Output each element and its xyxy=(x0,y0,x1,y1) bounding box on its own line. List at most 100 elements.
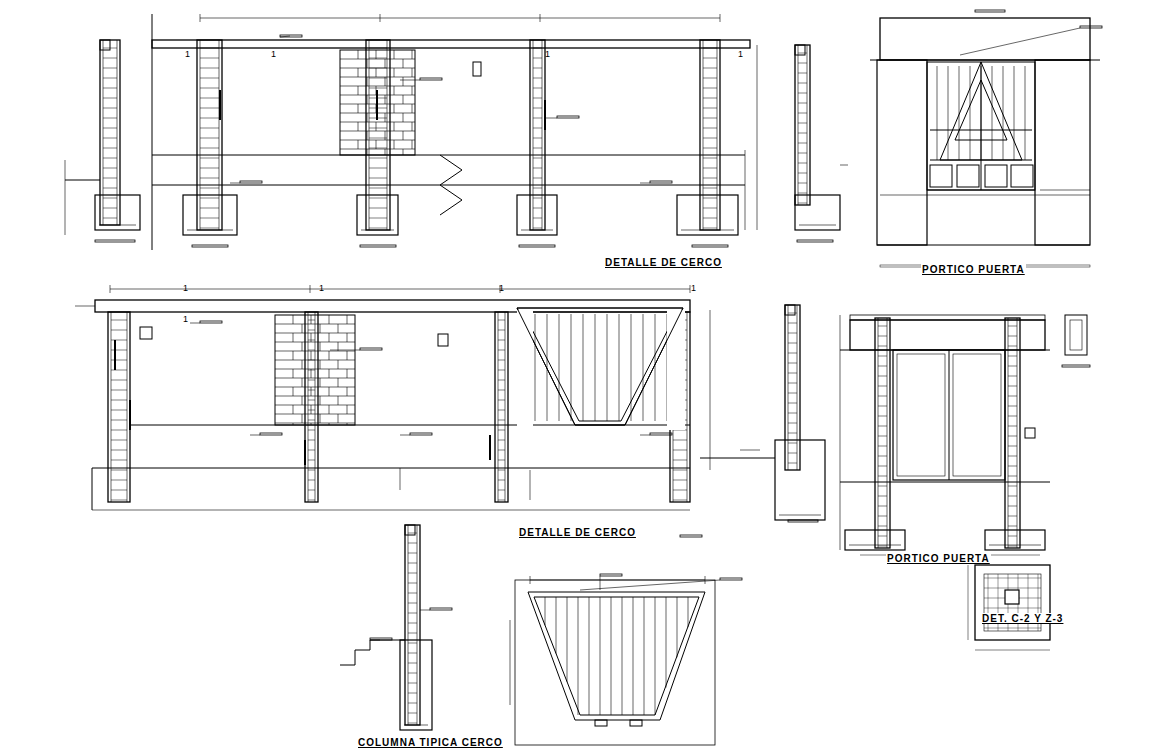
stirrup xyxy=(111,470,127,471)
door-leaf xyxy=(893,350,1005,480)
stirrup xyxy=(103,198,117,199)
brick-joint xyxy=(329,405,330,414)
stirrup xyxy=(533,48,542,49)
stirrup xyxy=(103,68,117,69)
brick-joint xyxy=(329,387,330,396)
stirrup xyxy=(788,433,797,434)
stirrup xyxy=(369,228,387,229)
stirrup xyxy=(369,58,387,59)
brick-joint xyxy=(302,360,303,369)
brick-joint xyxy=(385,59,386,68)
gate-bar xyxy=(677,597,678,657)
stirrup xyxy=(878,396,887,397)
brick-joint xyxy=(275,324,355,325)
brick-joint xyxy=(385,149,386,155)
stirrup xyxy=(498,320,505,321)
column xyxy=(795,45,810,205)
stirrup xyxy=(103,128,117,129)
leader-line xyxy=(545,118,557,119)
brick-joint xyxy=(275,351,355,352)
brick-joint xyxy=(403,59,404,68)
stirrup xyxy=(408,683,417,684)
stirrup xyxy=(200,48,219,49)
stirrup xyxy=(703,88,717,89)
rebar xyxy=(361,230,394,231)
stirrup xyxy=(308,340,315,341)
door-panel xyxy=(897,354,945,476)
stirrup xyxy=(878,426,887,427)
leader-line xyxy=(230,183,240,184)
dimension-line xyxy=(200,18,720,19)
stirrup xyxy=(878,466,887,467)
gate-panel xyxy=(930,165,952,187)
stirrup xyxy=(408,593,417,594)
gate-bar xyxy=(688,597,689,627)
dimension-tick xyxy=(530,576,531,584)
stirrup xyxy=(200,118,219,119)
ground-line xyxy=(1040,190,1090,191)
stirrup xyxy=(788,363,797,364)
stirrup xyxy=(200,148,219,149)
stirrup xyxy=(878,546,887,547)
stirrup xyxy=(1008,416,1017,417)
stirrup xyxy=(798,193,807,194)
section-mark: 1 xyxy=(737,50,744,60)
stirrup xyxy=(103,138,117,139)
stirrup xyxy=(703,148,717,149)
stirrup xyxy=(798,183,807,184)
gate-detail-frame xyxy=(515,580,715,745)
stirrup xyxy=(408,653,417,654)
column-cap xyxy=(405,525,415,535)
door-panel xyxy=(953,354,1001,476)
gate-bar xyxy=(655,597,656,715)
gate-bar xyxy=(937,66,938,160)
leader-line xyxy=(960,28,1080,55)
footing xyxy=(845,530,905,550)
stirrup xyxy=(533,178,542,179)
stirrup xyxy=(408,573,417,574)
footing xyxy=(400,640,432,730)
rebar xyxy=(308,312,309,502)
dimension-tick xyxy=(310,285,311,293)
stirrup xyxy=(788,463,797,464)
note-bar xyxy=(519,245,555,247)
rebar xyxy=(849,545,901,546)
brick-joint xyxy=(412,86,413,95)
stirrup xyxy=(788,453,797,454)
brick-joint xyxy=(275,360,355,361)
drawing-title: PORTICO PUERTA xyxy=(921,264,1026,275)
stirrup xyxy=(111,410,127,411)
rebar xyxy=(1017,318,1018,548)
brick-joint xyxy=(340,59,415,60)
stirrup xyxy=(703,58,717,59)
note-bar xyxy=(788,520,818,522)
brick-joint xyxy=(320,396,321,405)
stirrup xyxy=(369,188,387,189)
brick-joint xyxy=(302,342,303,351)
stirrup xyxy=(533,188,542,189)
stirrup xyxy=(308,470,315,471)
stirrup xyxy=(200,178,219,179)
stirrup xyxy=(878,416,887,417)
stirrup xyxy=(308,420,315,421)
stirrup xyxy=(878,406,887,407)
stirrup xyxy=(533,168,542,169)
stirrup xyxy=(200,78,219,79)
stirrup xyxy=(878,496,887,497)
stirrup xyxy=(533,148,542,149)
stirrup xyxy=(408,673,417,674)
stirrup xyxy=(498,500,505,501)
section-mark: 1 xyxy=(690,284,697,294)
brick-joint xyxy=(340,149,415,150)
break-line xyxy=(440,185,462,200)
stirrup xyxy=(498,480,505,481)
rebar xyxy=(369,40,370,230)
stirrup xyxy=(788,413,797,414)
stirrup xyxy=(1008,456,1017,457)
brick-joint xyxy=(358,86,359,95)
leader-line xyxy=(400,80,420,81)
stirrup xyxy=(1008,386,1017,387)
dimension-tick xyxy=(540,14,541,22)
stirrup xyxy=(533,88,542,89)
footing-plan xyxy=(975,565,1050,640)
